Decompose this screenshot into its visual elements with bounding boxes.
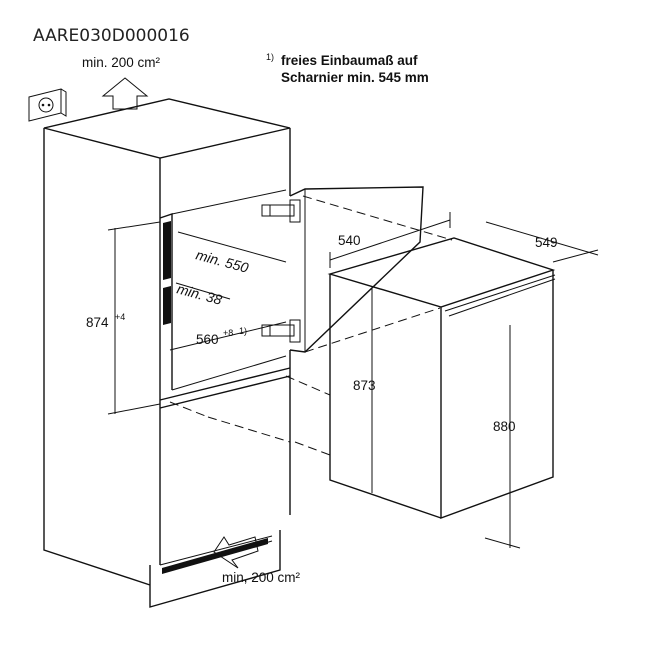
dim-width-tol: +8 xyxy=(223,328,233,338)
footnote-line-2: Scharnier min. 545 mm xyxy=(281,70,429,85)
dim-appliance-height-body: 873 xyxy=(353,288,376,493)
projection-lines xyxy=(169,195,453,456)
dim-niche-height-tol: +4 xyxy=(115,312,125,322)
dim-min-gap: min. 38 xyxy=(175,280,231,308)
vent-slot-bottom xyxy=(162,538,268,574)
footnote-marker: 1) xyxy=(266,52,274,62)
vent-bottom-label: min, 200 cm² xyxy=(222,570,301,585)
dim-appliance-height-body-value: 873 xyxy=(353,378,376,393)
footnote: 1) freies Einbaumaß auf Scharnier min. 5… xyxy=(266,52,429,85)
door-panel xyxy=(289,186,424,353)
hinge-lower-icon xyxy=(261,319,301,343)
dim-appliance-width: 549 xyxy=(485,221,599,263)
dim-appliance-depth-value: 540 xyxy=(338,233,361,248)
hinge-upper-icon xyxy=(261,199,301,223)
wall-socket-icon xyxy=(28,88,67,122)
dim-min-gap-value: min. 38 xyxy=(175,280,224,307)
vent-in-arrow-icon xyxy=(213,536,259,569)
footnote-line-1: freies Einbaumaß auf xyxy=(281,53,418,68)
dim-appliance-height-total: 880 xyxy=(484,325,521,549)
dim-min-depth-value: min. 550 xyxy=(194,246,250,275)
vent-slot-left xyxy=(163,221,171,325)
vent-up-arrow-icon xyxy=(101,77,149,110)
dim-appliance-width-value: 549 xyxy=(535,235,558,250)
appliance-body xyxy=(327,237,556,520)
cabinet-housing xyxy=(43,98,291,608)
dim-width-note: 1) xyxy=(239,326,247,336)
dim-niche-height: 874 +4 xyxy=(86,221,161,415)
vent-top-label: min. 200 cm² xyxy=(82,55,161,70)
dim-appliance-height-total-value: 880 xyxy=(493,419,516,434)
dim-width: 560 +8 1) xyxy=(169,321,287,351)
dim-appliance-depth: 540 xyxy=(329,212,451,268)
dim-width-value: 560 xyxy=(196,332,219,347)
document-code: AARE030D000016 xyxy=(33,26,190,46)
dim-niche-height-value: 874 xyxy=(86,315,109,330)
dim-min-depth: min. 550 xyxy=(177,231,287,276)
